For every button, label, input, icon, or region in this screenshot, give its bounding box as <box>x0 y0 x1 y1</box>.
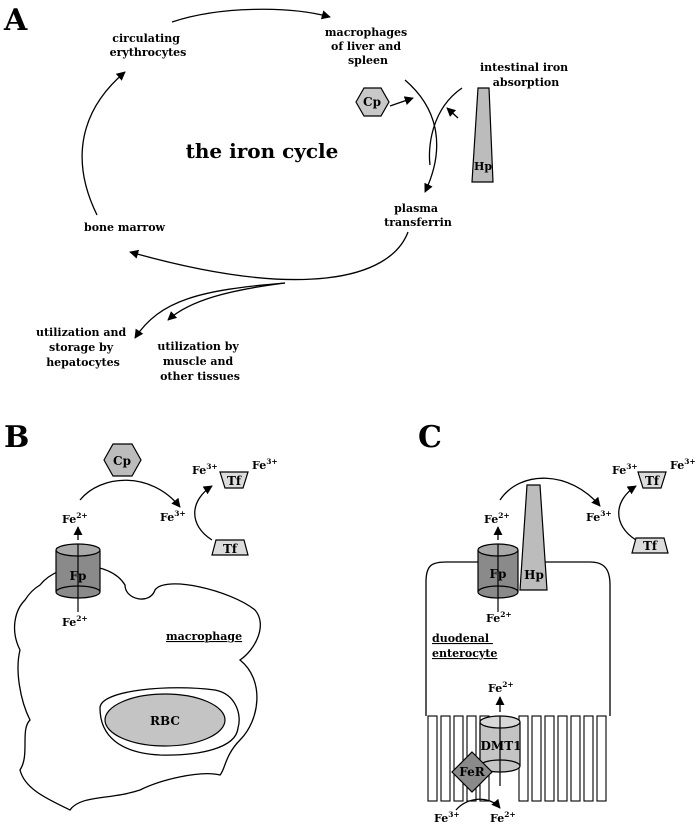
arrow-to-muscle <box>167 282 286 321</box>
arrow-hp-inhibit <box>446 107 459 119</box>
fe3-tf-right-label: Fe3+ <box>252 457 278 472</box>
hp-wedge-icon <box>471 87 494 183</box>
label-hepatocytes: utilization and storage by hepatocytes <box>36 326 130 369</box>
tf-loaded-icon <box>219 471 249 489</box>
cp-hexagon-icon <box>355 87 390 117</box>
tf-top-label-c: Tf <box>645 474 660 488</box>
hp-label: Hp <box>474 160 492 173</box>
arrow-erythrocytes-to-macrophages <box>171 8 331 23</box>
arrow-marrow-to-erythrocytes <box>81 71 126 216</box>
hp-oxidation-arrow <box>499 477 601 507</box>
rbc-icon <box>104 693 226 747</box>
label-muscle: utilization by muscle and other tissues <box>157 340 242 383</box>
macrophage-outline <box>13 565 261 811</box>
fe2-out-label-c: Fe2+ <box>484 511 510 526</box>
panel-c-label: C <box>418 420 442 455</box>
fe2-out-label: Fe2+ <box>62 511 88 526</box>
arrow-macrophages-to-transferrin <box>404 79 438 193</box>
tf-loading-arrow-c <box>618 485 637 541</box>
tf-top-label: Tf <box>227 474 242 488</box>
macrophage-label: macrophage <box>166 630 242 643</box>
fe2-fer-label: Fe2+ <box>490 810 516 824</box>
arrow-to-hepatocytes <box>134 282 286 339</box>
hp-label-c: Hp <box>524 568 544 582</box>
tf-apo-icon <box>211 539 249 556</box>
fer-label: FeR <box>459 765 485 779</box>
panel-a-label: A <box>3 3 28 38</box>
arrow-intestinal-join <box>428 87 463 166</box>
hp-wedge-icon-c <box>519 484 548 591</box>
fe2-in-label-c: Fe2+ <box>486 610 512 625</box>
rbc-label: RBC <box>150 714 180 728</box>
cycle-title: the iron cycle <box>186 139 339 163</box>
arrow-transferrin-to-marrow <box>129 231 409 281</box>
cp-hexagon-icon-b <box>103 443 142 477</box>
fe2-in-label: Fe2+ <box>62 614 88 629</box>
tf-loaded-icon-c <box>637 471 667 489</box>
rbc-vacuole <box>99 687 240 756</box>
tf-bottom-label: Tf <box>223 542 238 556</box>
dmt1-label: DMT1 <box>481 739 522 753</box>
fe3-fer-label: Fe3+ <box>434 810 460 824</box>
fer-diamond-icon <box>451 751 493 793</box>
fe3-label-c: Fe3+ <box>586 509 612 524</box>
panel-a: A circulating erythrocytes macrophages o… <box>3 3 572 383</box>
fe3-label: Fe3+ <box>160 509 186 524</box>
cp-label-b: Cp <box>113 454 131 468</box>
enterocyte-left-wall <box>425 561 478 716</box>
fe3-tf-left-label: Fe3+ <box>192 462 218 477</box>
label-plasma-transferrin: plasma transferrin <box>384 202 452 229</box>
fe3-tf-left-label-c: Fe3+ <box>612 462 638 477</box>
label-intestinal-absorption: intestinal iron absorption <box>480 61 572 89</box>
panel-b: B RBC macrophage Fp Fe2+ Fe2+ Fe3+ Cp Tf… <box>4 420 278 811</box>
tf-loading-arrow <box>194 485 213 541</box>
arrow-cp <box>389 96 414 107</box>
panel-c: C Hp Fp Fe2+ <box>418 420 696 824</box>
enterocyte-right-wall <box>545 561 611 716</box>
cp-oxidation-arrow <box>79 479 181 508</box>
tf-apo-icon-c <box>631 537 669 554</box>
label-bone-marrow: bone marrow <box>84 221 166 234</box>
label-erythrocytes: circulating erythrocytes <box>110 32 187 59</box>
fe3-tf-right-label-c: Fe3+ <box>670 457 696 472</box>
tf-bottom-label-c: Tf <box>643 539 658 553</box>
fe2-dmt1-label: Fe2+ <box>488 680 514 695</box>
panel-b-label: B <box>4 420 29 455</box>
enterocyte-label: duodenal enterocyte <box>432 632 497 660</box>
cp-label: Cp <box>363 95 381 109</box>
fer-reduction-arrow <box>455 798 501 811</box>
label-macrophages: macrophages of liver and spleen <box>325 26 411 67</box>
